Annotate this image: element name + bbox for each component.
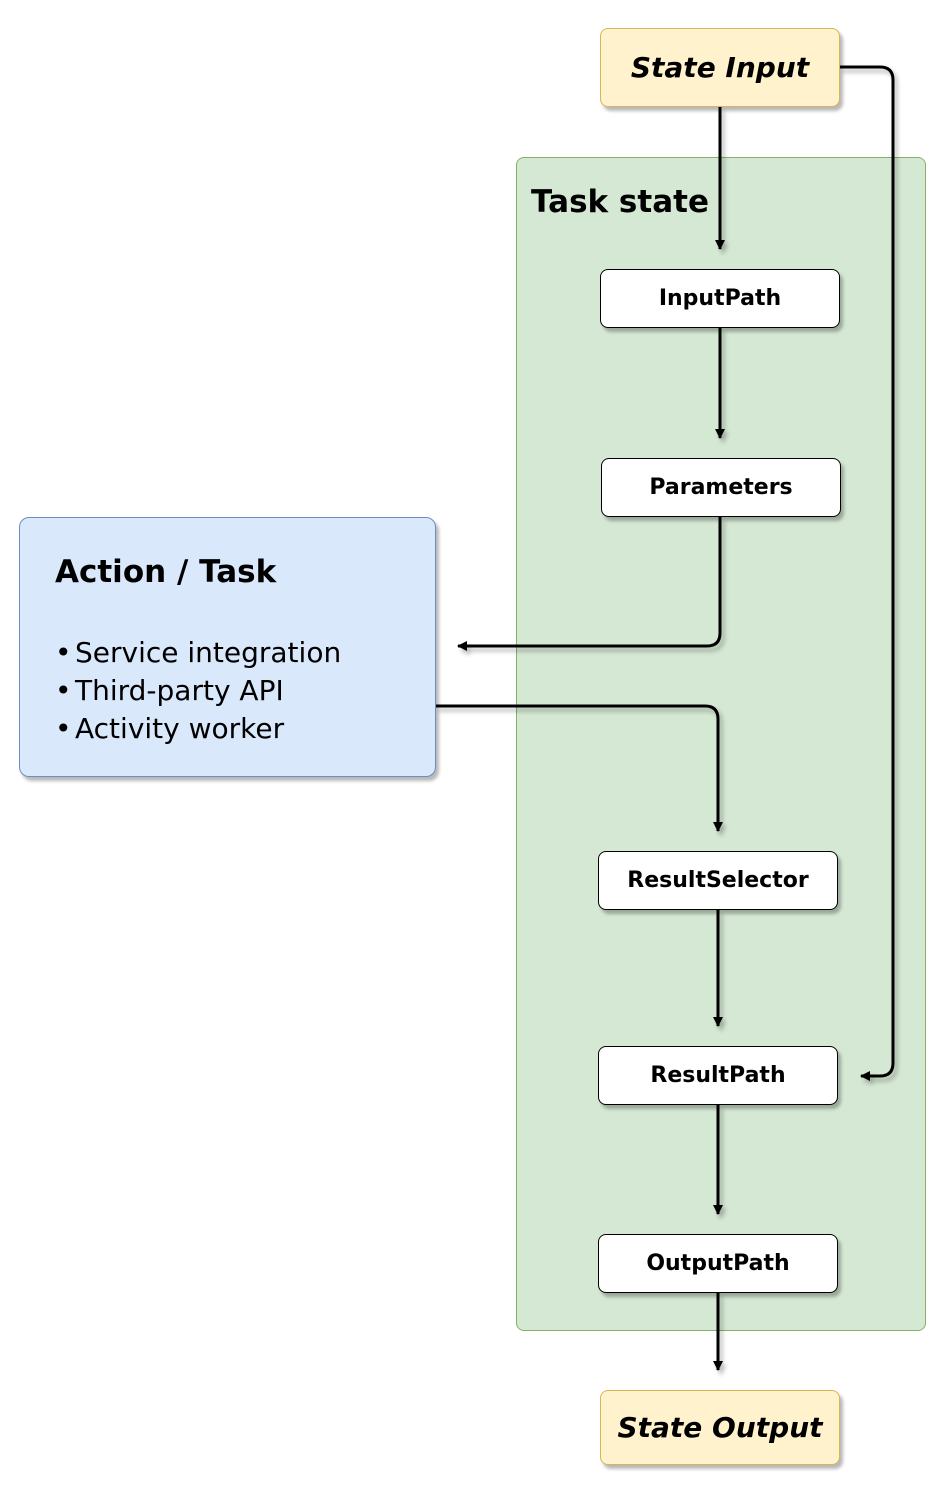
state-output-node: State Output [600,1390,840,1465]
inputpath-node: InputPath [600,269,840,328]
bullet-glyph: • [55,636,72,669]
bullet-glyph: • [55,674,72,707]
edge-state-input-to-resultpath [840,65,895,1081]
edge-parameters-to-action [457,517,722,651]
action-list-item: •Activity worker [55,710,341,748]
parameters-node: Parameters [601,458,841,517]
action-list-item: •Third-party API [55,672,341,710]
edge-action-to-resultselector [436,704,723,832]
action-task-title: Action / Task [55,554,277,590]
resultpath-node: ResultPath [598,1046,838,1105]
bullet-glyph: • [55,712,72,745]
action-task-node: Action / Task •Service integration •Thir… [19,517,436,777]
outputpath-node: OutputPath [598,1234,838,1293]
action-list-item: •Service integration [55,634,341,672]
action-item-activity-worker: Activity worker [75,712,285,745]
state-input-node: State Input [600,28,840,107]
action-item-third-party-api: Third-party API [75,674,284,707]
resultselector-node: ResultSelector [598,851,838,910]
action-item-service-integration: Service integration [75,636,342,669]
action-task-list: •Service integration •Third-party API •A… [55,634,341,748]
task-state-title: Task state [531,184,709,220]
